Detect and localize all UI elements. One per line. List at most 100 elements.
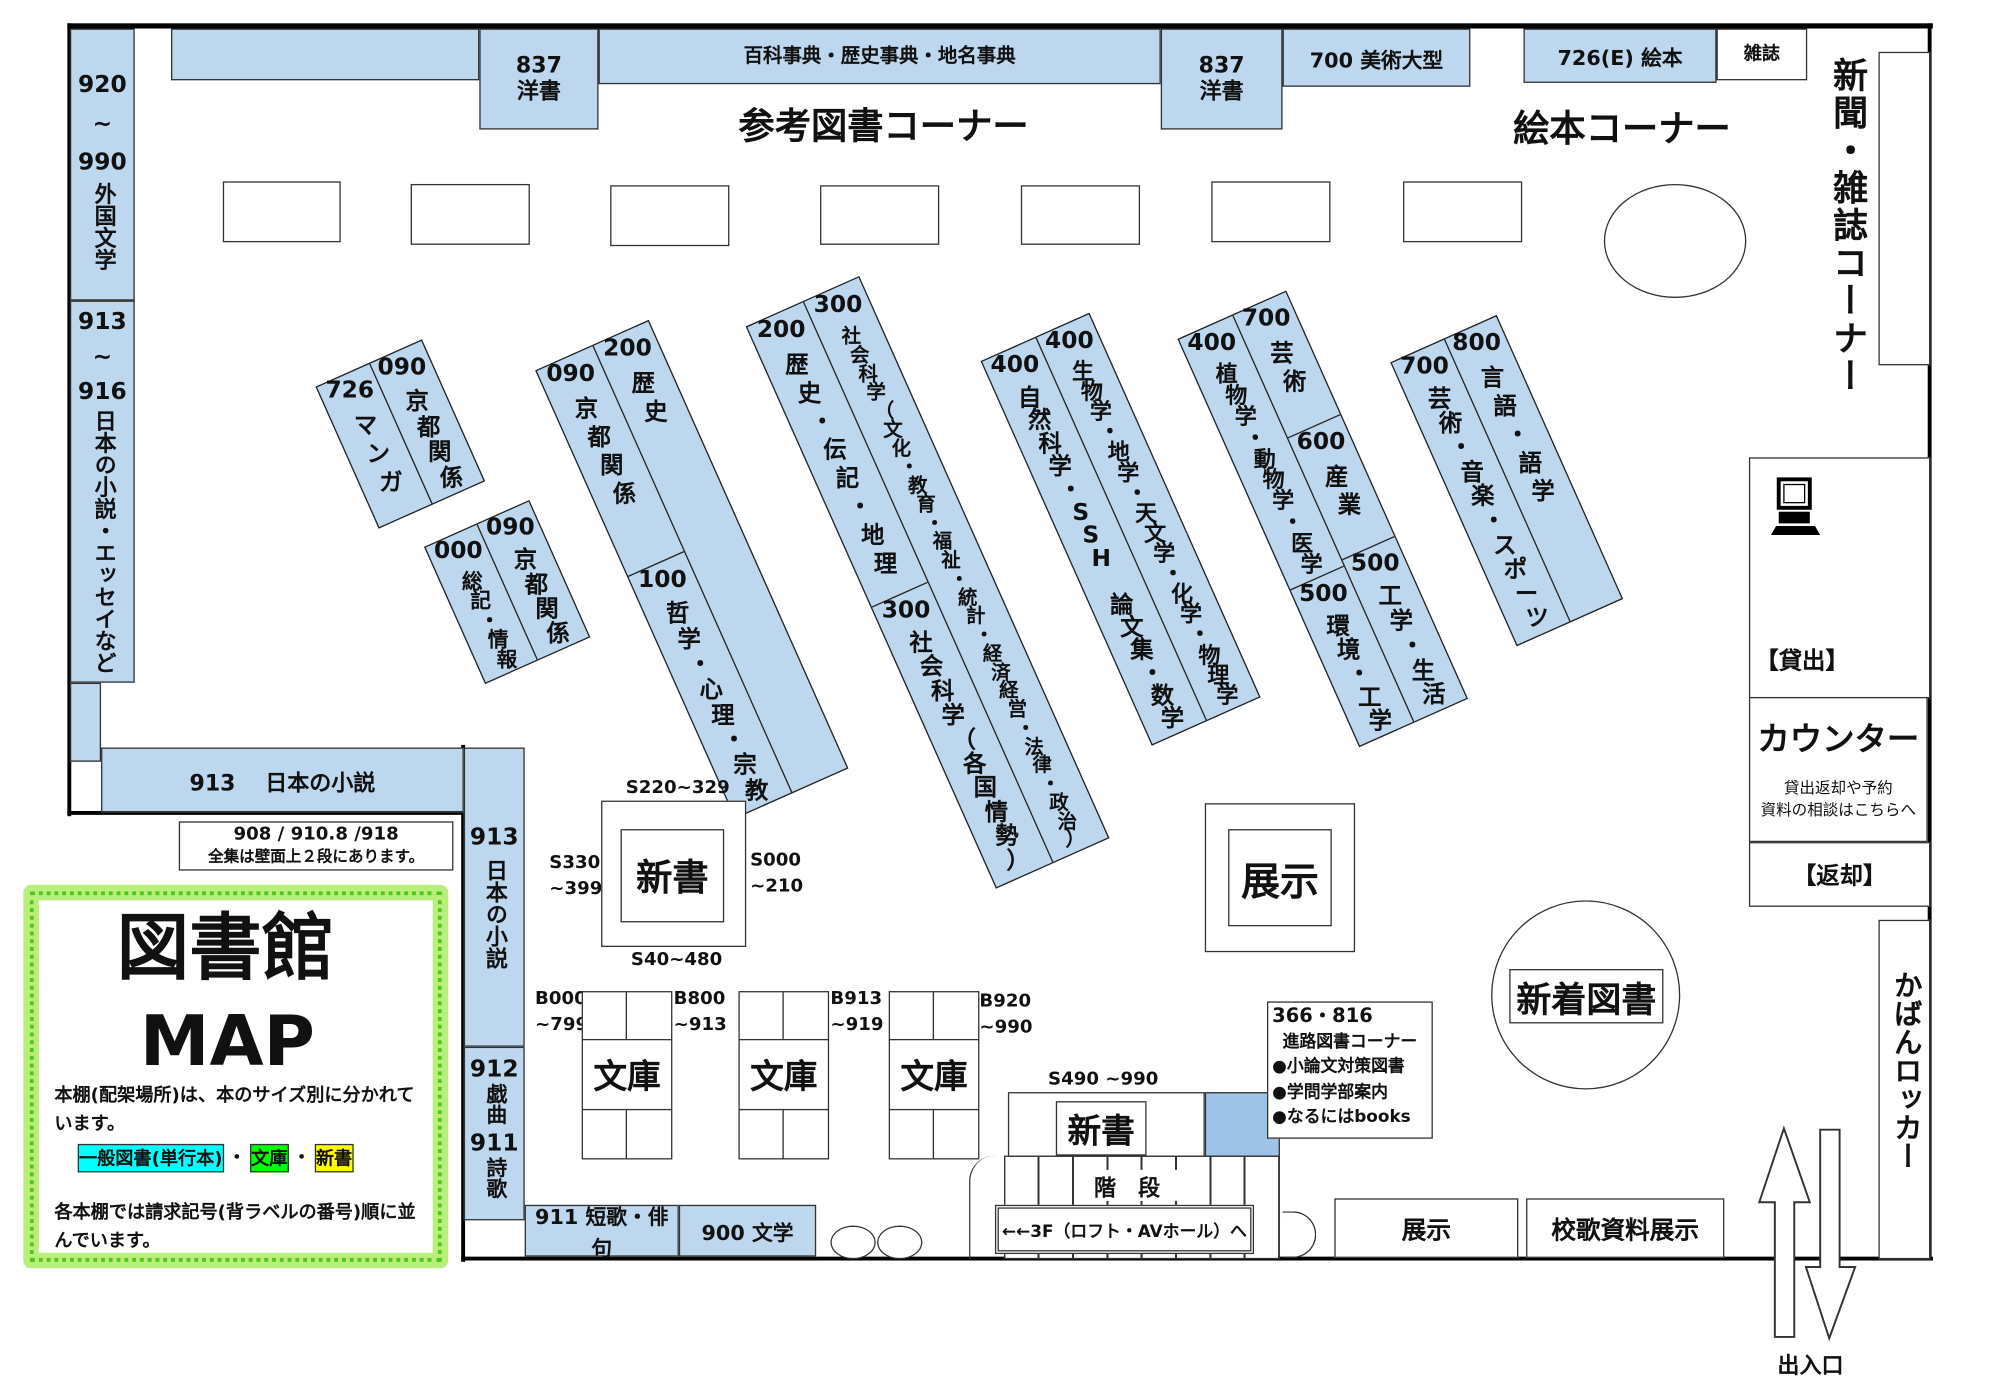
bunko-shelf: 文庫: [582, 991, 673, 1159]
shelf-cell: [782, 1109, 829, 1160]
shelf-label-char: ツ: [1525, 608, 1548, 631]
stairs-label: 階 段: [1075, 1170, 1179, 1201]
reading-table: [610, 185, 729, 246]
shelf-label-char: 自: [1018, 387, 1041, 409]
shelf-label-char: ・: [950, 569, 969, 587]
career-item: ●学問学部案内: [1272, 1080, 1427, 1105]
stool: [877, 1226, 922, 1260]
shelf-label-char: 生: [1411, 660, 1434, 683]
round-table: [1604, 184, 1747, 298]
shelf-number: 726: [325, 378, 374, 404]
note-line: 全集は壁面上２段にあります。: [208, 846, 424, 868]
shelf-label-char: 会: [850, 346, 869, 364]
shelf-label-char: 記: [836, 465, 859, 492]
shelf-number: 913: [470, 824, 519, 851]
bunko-label-box: 文庫: [738, 1039, 829, 1110]
range-label: S000: [750, 847, 801, 873]
shelf-label-char: （: [953, 729, 976, 752]
shelf-label-char: 科: [931, 681, 954, 704]
shelf-label-char: 史: [644, 399, 667, 426]
shelf-label-char: ・: [1449, 437, 1472, 460]
range-tilde: ~: [93, 105, 113, 144]
shelf-label-char: 術: [1438, 413, 1461, 436]
shelf-label-char: ・: [1482, 510, 1505, 533]
shelf-label: 百科事典・歴史事典・地名事典: [744, 41, 1016, 68]
shelf-label-char: ）: [1066, 830, 1085, 848]
shelf-label-char: 係: [546, 623, 569, 646]
shelf-number: 090: [378, 355, 427, 381]
shelf-label: 雑誌: [1744, 40, 1780, 66]
shelf-cell: [738, 1109, 783, 1160]
reading-table: [411, 184, 530, 245]
shelf-japanese-novel: 913 日本の小説: [101, 748, 464, 813]
shelf-label: 戯曲: [479, 1083, 510, 1124]
legend-general-books: 一般図書(単行本): [78, 1144, 224, 1173]
shelf-number: 916: [78, 374, 127, 409]
shelf-number: 500: [1351, 552, 1400, 578]
shelf-label-char: 歴: [786, 352, 809, 379]
shelf-label-char: 国: [974, 777, 997, 800]
complete-works-note: 908 / 910.8 /918 全集は壁面上２段にあります。: [179, 821, 454, 870]
shelf-label-char: ・: [1141, 662, 1164, 684]
shelf-label: 913 日本の小説: [190, 764, 376, 796]
shelf-label-char: 言: [1481, 365, 1504, 392]
shelf-cell: [889, 991, 934, 1040]
shelf-label-char: 史: [798, 380, 821, 407]
shelf-general-kyoto: 000総記・情報 090京都関係: [424, 500, 590, 684]
bunko-label-box: 文庫: [582, 1039, 673, 1110]
entrance-arrows-icon: [1749, 1124, 1872, 1344]
shelf-cell: [582, 991, 627, 1040]
shelf-label-char: 科: [1039, 433, 1062, 455]
shelf-label: 726(E) 絵本: [1557, 40, 1682, 71]
shelf-label-char: ・: [723, 728, 746, 753]
bunko-shelf: 文庫: [738, 991, 829, 1159]
shelf-novel-vertical: 913 日本の小説: [464, 748, 525, 1047]
shelf-label: 詩歌: [479, 1157, 510, 1198]
shelf-label-char: 境: [1337, 639, 1360, 661]
shelf-art-large: 700 美術大型: [1283, 29, 1471, 87]
shelf-art-language: 700芸術・音楽・スポーツ 800言語・語学: [1390, 315, 1623, 646]
shelf-label: 日本の小説・エッセイなど: [89, 409, 115, 673]
shelf-number: 500: [1300, 582, 1349, 608]
shelf-label: 洋書: [517, 79, 561, 105]
shelf-label-char: 係: [613, 481, 636, 508]
career-title: 進路図書コーナー: [1272, 1029, 1427, 1054]
newspaper-rack: [1878, 52, 1930, 366]
shelf-label-char: 産: [1325, 463, 1348, 490]
shelf-number: 200: [757, 317, 806, 343]
range-label: B000: [535, 986, 587, 1012]
return-desk: 【返却】: [1749, 842, 1930, 907]
shelf-label-char: 祉: [941, 551, 960, 569]
shelf-label: 洋書: [1200, 79, 1244, 105]
shelf-number: 912: [470, 1056, 519, 1083]
computer-icon: [1763, 477, 1828, 542]
shelf-label-char: 語: [1519, 450, 1542, 477]
size-legend: 一般図書(単行本) ・ 文庫 ・ 新書: [78, 1144, 354, 1173]
shelf-label-char: ス: [1493, 535, 1516, 558]
top-shelf-blank: [171, 29, 479, 81]
shelf-number: 200: [603, 336, 652, 362]
shelf-label-char: 京: [575, 395, 598, 422]
map-description: 本棚(配架場所)は、本のサイズ別に分かれています。: [54, 1082, 423, 1139]
shelf-label-char: H: [1090, 548, 1113, 570]
shelf-cell: [933, 991, 980, 1040]
stairs-direction-sign: ←←3F（ロフト・AVホール）へ: [995, 1205, 1254, 1254]
shelf-label-char: 学: [678, 627, 701, 652]
shelf-label-char: 芸: [1428, 388, 1451, 411]
shelf-label-char: 術: [1283, 369, 1306, 396]
stairs-direction-text: ←←3F（ロフト・AVホール）へ: [1002, 1217, 1247, 1242]
shelf-label-char: 関: [600, 452, 623, 479]
shelf-label-char: 理: [711, 703, 734, 728]
shelf-label-char: ・: [1041, 774, 1060, 792]
range-label: S490 ~990: [1048, 1066, 1158, 1092]
shelf-label-char: 学: [1216, 687, 1238, 706]
shelf-label-char: [1100, 571, 1123, 593]
range-label: ~913: [674, 1012, 727, 1038]
exhibit-label: 校歌資料展示: [1551, 1211, 1699, 1246]
shelf-label: 文庫: [593, 1051, 660, 1099]
range-label: ~399: [549, 876, 602, 902]
reading-table: [820, 185, 939, 245]
reference-corner-title: 参考図書コーナー: [738, 98, 1028, 150]
shinsho-shelf: 新書: [621, 829, 725, 922]
shelf-label-char: マ: [354, 413, 377, 440]
